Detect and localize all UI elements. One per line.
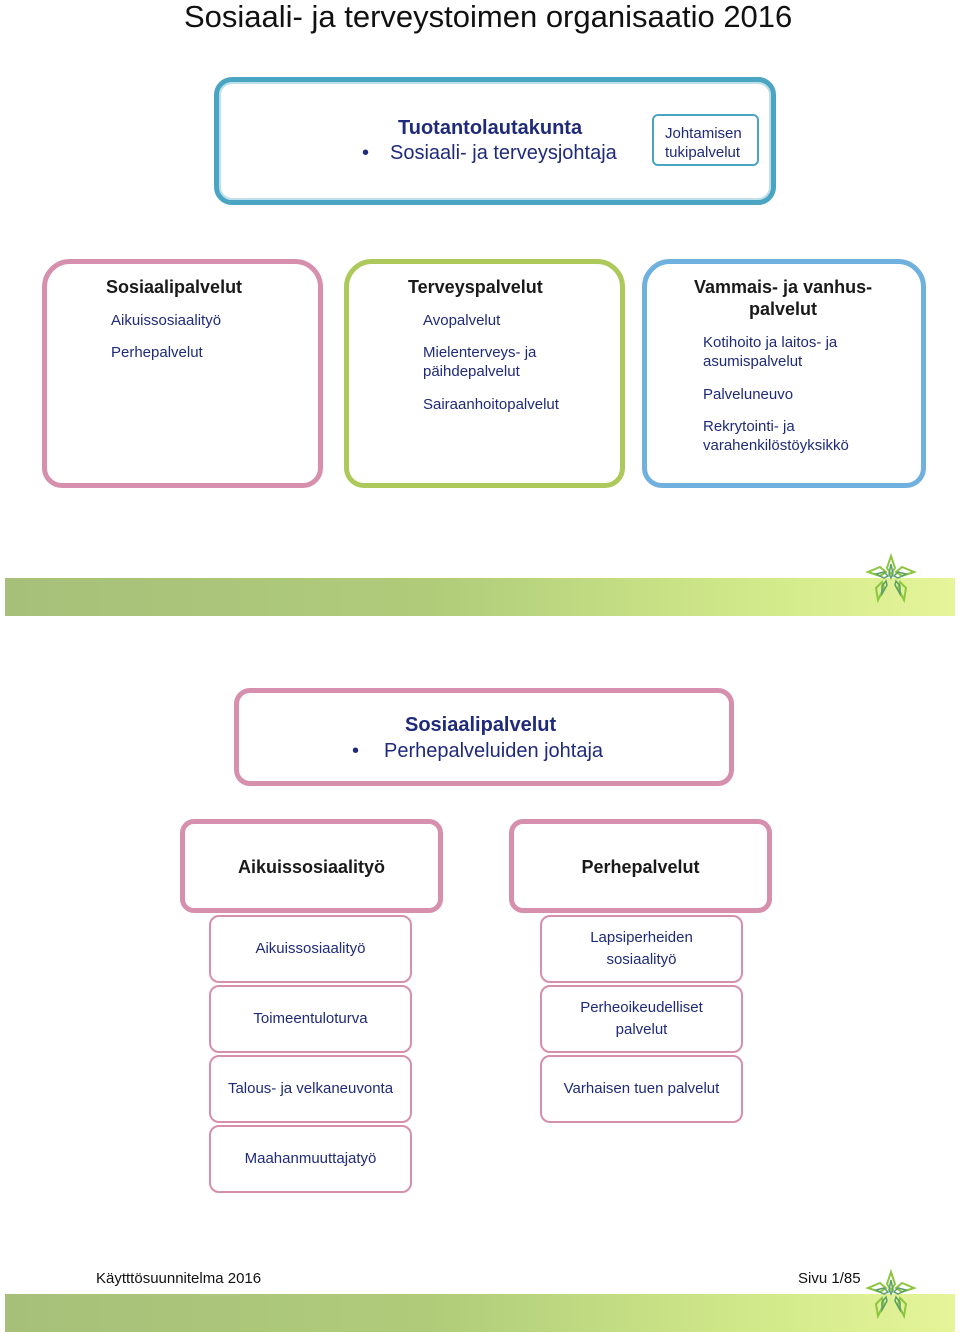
service-item: päihdepalvelut xyxy=(423,363,520,380)
service-title-social: Sosiaalipalvelut xyxy=(106,277,243,297)
service-title-health: Terveyspalvelut xyxy=(408,277,543,297)
service-item: Mielenterveys- ja xyxy=(423,344,537,361)
service-item: Rekrytointi- ja xyxy=(703,418,795,435)
service-item: Sairaanhoitopalvelut xyxy=(423,396,559,413)
service-item: asumispalvelut xyxy=(703,353,803,370)
support-line-2: tukipalvelut xyxy=(665,144,741,161)
unit-label: palvelut xyxy=(615,1021,668,1038)
unit-box: Talous- ja velkaneuvonta xyxy=(209,1055,412,1123)
unit-label: Maahanmuuttajatyö xyxy=(244,1150,377,1167)
flower-logo-icon xyxy=(865,1268,917,1320)
unit-label: Talous- ja velkaneuvonta xyxy=(227,1080,394,1097)
unit-box: Lapsiperheiden sosiaalityö xyxy=(540,915,743,983)
footer-document-name: Käytttösuunnitelma 2016 xyxy=(96,1270,262,1287)
bullet: • xyxy=(352,740,360,762)
dept-box-family xyxy=(509,819,772,913)
service-item: Avopalvelut xyxy=(423,312,501,329)
page-title: Sosiaali- ja terveystoimen organisaatio … xyxy=(184,0,793,34)
director-title: Sosiaali- ja terveysjohtaja xyxy=(390,142,617,164)
service-item: Palveluneuvo xyxy=(703,386,794,403)
unit-box: Perheoikeudelliset palvelut xyxy=(540,985,743,1053)
service-title-elderly: Vammais- ja vanhus- xyxy=(694,277,873,297)
unit-box: Varhaisen tuen palvelut xyxy=(540,1055,743,1123)
footer-band xyxy=(5,1294,955,1332)
unit-box: Maahanmuuttajatyö xyxy=(209,1125,412,1193)
service-item: Kotihoito ja laitos- ja xyxy=(703,334,838,351)
service-box-social xyxy=(42,259,323,488)
service-item: Aikuissosiaalityö xyxy=(111,312,222,329)
unit-label: sosiaalityö xyxy=(606,951,677,968)
unit-label: Perheoikeudelliset xyxy=(580,999,703,1016)
service-box-health xyxy=(344,259,625,488)
decorative-band xyxy=(5,578,955,616)
service-item: Perhepalvelut xyxy=(111,344,203,361)
social-heading: Sosiaalipalvelut xyxy=(405,714,557,736)
social-services-box xyxy=(234,688,734,786)
service-box-disability-elderly xyxy=(642,259,926,488)
support-services-box: Johtamisen tukipalvelut xyxy=(652,114,759,166)
support-line-1: Johtamisen xyxy=(665,125,742,142)
flower-logo-icon xyxy=(865,552,917,604)
dept-box-adult xyxy=(180,819,443,913)
unit-box: Toimeentuloturva xyxy=(209,985,412,1053)
unit-label: Aikuissosiaalityö xyxy=(255,940,366,957)
unit-label: Toimeentuloturva xyxy=(253,1010,368,1027)
board-heading: Tuotantolautakunta xyxy=(398,117,583,139)
unit-label: Varhaisen tuen palvelut xyxy=(563,1080,720,1097)
bullet: • xyxy=(362,142,370,164)
service-item: varahenkilöstöyksikkö xyxy=(703,437,849,454)
unit-box: Aikuissosiaalityö xyxy=(209,915,412,983)
family-services-director: Perhepalveluiden johtaja xyxy=(384,740,604,762)
service-title-elderly-line2: palvelut xyxy=(749,299,818,319)
dept-title-family: Perhepalvelut xyxy=(581,857,700,877)
dept-title-adult: Aikuissosiaalityö xyxy=(237,857,386,877)
footer-page-number: Sivu 1/85 xyxy=(798,1270,861,1287)
unit-label: Lapsiperheiden xyxy=(590,929,693,946)
